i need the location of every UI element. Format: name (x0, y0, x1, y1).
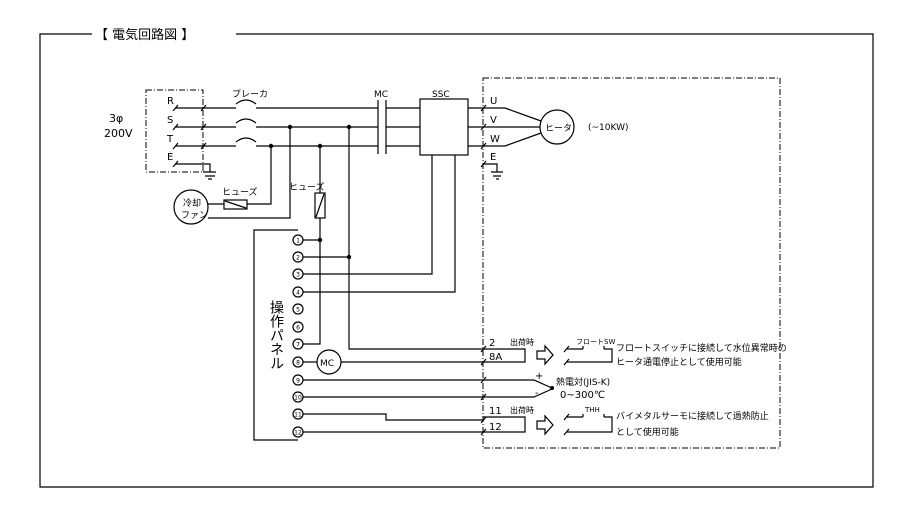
panel-terminal-number: 3 (296, 272, 300, 279)
thh-terminal-b: 12 (489, 422, 502, 433)
float-switch-section (483, 344, 613, 366)
panel-terminal-number: 6 (296, 325, 300, 332)
panel-terminal-number: 7 (296, 342, 300, 349)
panel-terminal-number: 5 (296, 307, 300, 314)
heater-rating: (~10KW) (588, 123, 629, 133)
thermo-plus: + (535, 371, 543, 382)
terminal-v-label: V (490, 115, 497, 126)
heater (539, 109, 575, 145)
panel-terminal (292, 286, 304, 298)
thh-desc-1: バイメタルサーモに接続して過熱防止 (616, 410, 769, 422)
fan-fuse-label: ヒューズ (222, 186, 258, 198)
thermocouple-label: 熱電対(JIS-K) (556, 376, 610, 388)
panel-terminal (292, 303, 304, 315)
supply-box (145, 89, 204, 173)
panel-terminal-number: 10 (294, 395, 302, 402)
mc-label: MC (374, 90, 388, 100)
float-default-note: 出荷時 (510, 337, 534, 347)
terminal-w-label: W (490, 134, 500, 145)
terminal-u-label: U (490, 96, 497, 107)
float-desc-2: ヒータ通電停止として使用可能 (616, 356, 742, 368)
thh-switch-label: THH (584, 406, 600, 414)
panel-fuse-label: ヒューズ (289, 181, 325, 193)
panel-terminal-number: 9 (296, 378, 300, 385)
float-switch-label: フロートSW (576, 338, 615, 346)
panel-terminal-number: 12 (294, 430, 302, 437)
diagram-title: 【 電気回路図 】 (95, 27, 194, 43)
thermocouple-range: 0~300℃ (560, 390, 605, 401)
panel-terminal (292, 251, 304, 263)
float-desc-1: フロートスイッチに接続して水位異常時の (616, 342, 787, 354)
panel-label: 操作パネル (268, 300, 284, 370)
panel-terminal (292, 234, 304, 246)
panel-terminal-number: 11 (294, 412, 302, 419)
float-terminal-a: 2 (489, 338, 495, 349)
breaker-label: ブレーカ (232, 88, 268, 100)
float-terminal-b: 8A (489, 352, 502, 363)
fan-label-1: 冷却 (183, 197, 201, 209)
thermo-minus: - (535, 388, 539, 399)
cooling-fan (173, 189, 209, 225)
panel-terminal (292, 268, 304, 280)
mc-coil-label: MC (320, 359, 334, 369)
panel-terminal (292, 426, 304, 438)
panel-terminal (292, 374, 304, 386)
panel-terminal-number: 1 (296, 238, 300, 245)
mc-coil (316, 349, 342, 375)
panel-terminal (292, 321, 304, 333)
terminal-r-label: R (167, 96, 174, 107)
diagram-frame (39, 33, 874, 488)
panel-terminal-number: 4 (296, 290, 300, 297)
thh-default-note: 出荷時 (510, 405, 534, 415)
thh-desc-2: として使用可能 (616, 426, 679, 438)
panel-fuse (314, 192, 326, 219)
main-wiring (172, 98, 542, 436)
panel-terminal (292, 356, 304, 368)
ssc-box (419, 98, 469, 156)
thh-terminal-a: 11 (489, 406, 502, 417)
panel-terminal-number: 2 (296, 255, 300, 262)
panel-terminal (292, 391, 304, 403)
fan-fuse (223, 199, 248, 210)
thermocouple-wires (483, 379, 553, 398)
terminal-e-label: E (167, 152, 173, 163)
heater-label: ヒータ (545, 123, 572, 134)
panel-terminal (292, 408, 304, 420)
ssc-label: SSC (432, 90, 450, 100)
panel-terminal-number: 8 (296, 360, 300, 367)
terminal-t-label: T (166, 134, 174, 145)
terminal-s-label: S (167, 115, 173, 126)
fan-label-2: ファン (181, 211, 208, 221)
equipment-boundary (482, 77, 781, 449)
voltage-label: 200V (104, 127, 133, 140)
terminal-e2-label: E (490, 152, 496, 163)
thh-section (483, 413, 613, 436)
operating-panel (253, 229, 298, 441)
panel-terminal (292, 338, 304, 350)
phase-label: 3φ (109, 112, 123, 125)
